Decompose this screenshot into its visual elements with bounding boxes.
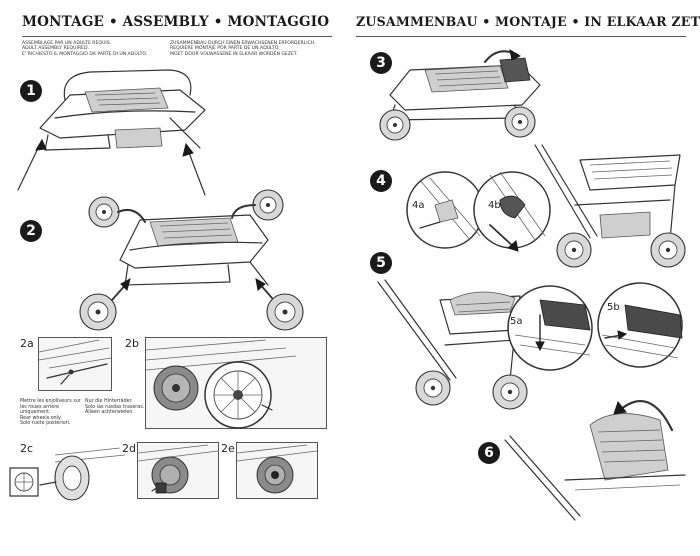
wheel-detail-illustration [204, 361, 273, 429]
step-3-badge: 3 [370, 52, 392, 74]
left-page: MONTAGE • ASSEMBLY • MONTAGGIO ASSEMBLAG… [9, 14, 332, 501]
adult-assembly-note-2: ZUSAMMENBAU DURCH EINEN ERWACHSENEN ERFO… [170, 41, 316, 57]
sub-step-2c-illustration [9, 447, 126, 501]
step-1-illustration [17, 69, 206, 196]
step-4-illustration [406, 144, 686, 268]
step-3-illustration [379, 48, 541, 141]
hubcap-note-col1: Mettre les enjoliveurs sur les roues arr… [20, 399, 81, 427]
left-header-rule [22, 36, 332, 37]
step-1-badge: 1 [20, 80, 42, 102]
sub-step-2b-label: 2b [125, 337, 139, 350]
right-header-rule [356, 36, 686, 37]
step-5-illustration [377, 279, 683, 410]
sub-step-2e-label: 2e [221, 442, 235, 455]
right-page-header: ZUSAMMENBAU • MONTAJE • IN ELKAAR ZETTEN [356, 14, 700, 29]
sub-step-2d-label: 2d [122, 442, 136, 455]
step-6-illustration [504, 400, 686, 521]
left-page-header: MONTAGE • ASSEMBLY • MONTAGGIO [22, 14, 330, 30]
sub-step-2a-label: 2a [20, 337, 34, 350]
sub-step-2a-panel [38, 337, 112, 391]
right-page: ZUSAMMENBAU • MONTAJE • IN ELKAAR ZETTEN… [350, 0, 700, 556]
step-5-badge: 5 [370, 252, 392, 274]
sub-step-4b-label: 4b [488, 200, 501, 211]
adult-assembly-note-1: ASSEMBLAGE PAR UN ADULTE REQUIS. ADULT A… [22, 41, 148, 57]
step-2-illustration [79, 189, 304, 331]
step-2-badge: 2 [20, 220, 42, 242]
hubcap-note-col2: Nur die Hinterräder. Solo las ruedas tra… [85, 399, 145, 416]
sub-step-2d-panel [137, 442, 219, 499]
sub-step-5b-label: 5b [607, 302, 620, 313]
sub-step-5a-label: 5a [510, 316, 523, 327]
step-4-badge: 4 [370, 170, 392, 192]
sub-step-2e-panel [236, 442, 318, 499]
sub-step-4a-label: 4a [412, 200, 425, 211]
sub-step-2c-label: 2c [20, 442, 34, 455]
step-6-badge: 6 [478, 442, 500, 464]
